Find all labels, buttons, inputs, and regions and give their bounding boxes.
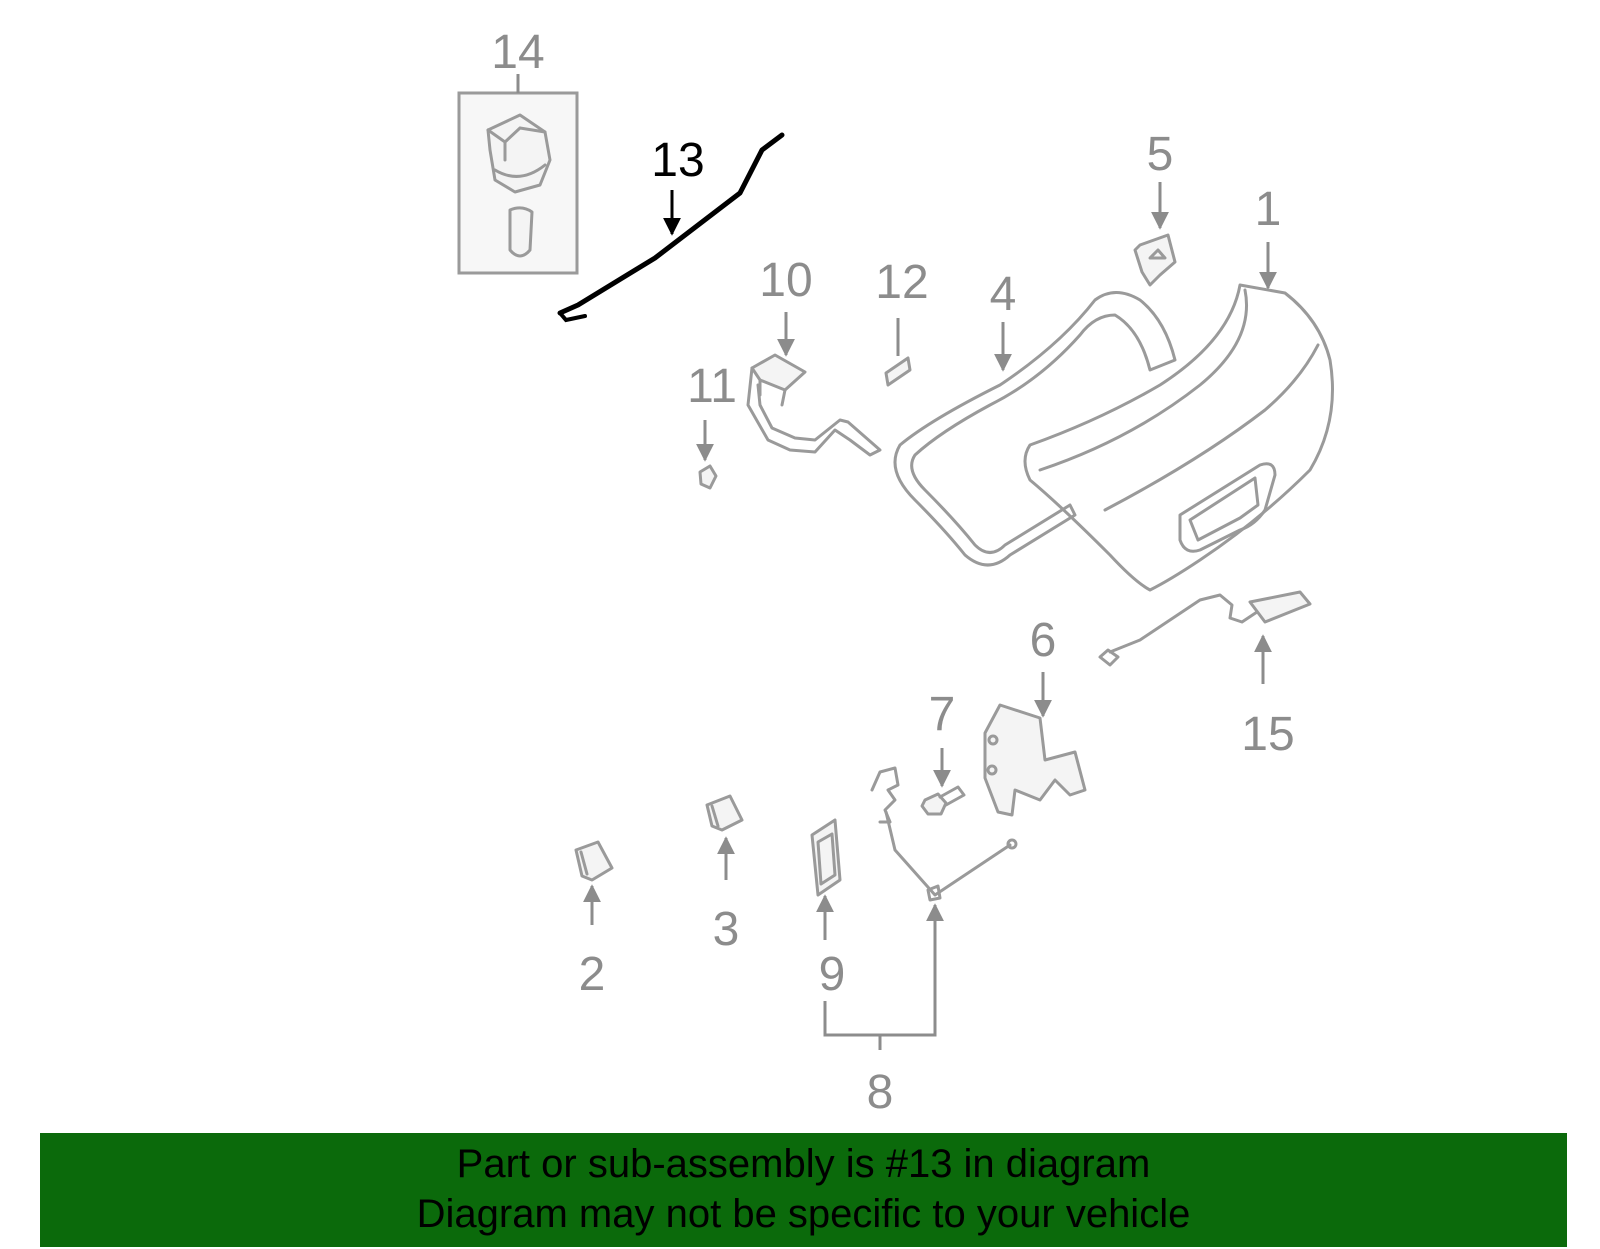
part-9-gasket[interactable] bbox=[810, 818, 842, 897]
part-7-bolt[interactable] bbox=[920, 785, 966, 816]
callout-7: 7 bbox=[929, 688, 956, 741]
parts-diagram: 14 13 5 4 1 10 11 12 bbox=[457, 26, 1334, 1119]
part-15-switch[interactable] bbox=[1098, 590, 1312, 667]
banner-line-2: Diagram may not be specific to your vehi… bbox=[416, 1192, 1191, 1236]
part-5-clip[interactable] bbox=[1133, 233, 1177, 287]
callout-8: 8 bbox=[867, 1066, 894, 1119]
part-4-trunk-seal[interactable] bbox=[893, 291, 1177, 567]
callout-13: 13 bbox=[651, 134, 704, 187]
banner-line-1: Part or sub-assembly is #13 in diagram bbox=[456, 1142, 1151, 1186]
callout-14: 14 bbox=[491, 26, 544, 79]
part-2-clip[interactable] bbox=[574, 840, 614, 882]
callout-10: 10 bbox=[759, 254, 812, 307]
info-banner: Part or sub-assembly is #13 in diagram D… bbox=[40, 1133, 1567, 1247]
callout-6: 6 bbox=[1030, 614, 1057, 667]
part-10-hinge[interactable] bbox=[746, 353, 882, 457]
callout-2: 2 bbox=[579, 948, 606, 1001]
callout-9: 9 bbox=[819, 948, 846, 1001]
part-8-lock-assembly[interactable] bbox=[870, 766, 1018, 902]
callout-5: 5 bbox=[1147, 128, 1174, 181]
callout-11: 11 bbox=[687, 360, 737, 413]
callout-15: 15 bbox=[1241, 708, 1294, 761]
part-3-clip[interactable] bbox=[705, 794, 744, 832]
callout-4: 4 bbox=[990, 268, 1017, 321]
callout-12: 12 bbox=[875, 256, 928, 309]
callout-3: 3 bbox=[713, 903, 740, 956]
part-12-plate[interactable] bbox=[884, 356, 912, 387]
part-6-latch[interactable] bbox=[983, 703, 1087, 817]
part-1-trunk-lid[interactable] bbox=[1023, 283, 1334, 592]
callout-1: 1 bbox=[1255, 183, 1282, 236]
part-13-weatherstrip[interactable] bbox=[557, 132, 785, 323]
part-11-nut[interactable] bbox=[698, 464, 718, 490]
part-14-bulb-socket[interactable] bbox=[457, 91, 579, 275]
